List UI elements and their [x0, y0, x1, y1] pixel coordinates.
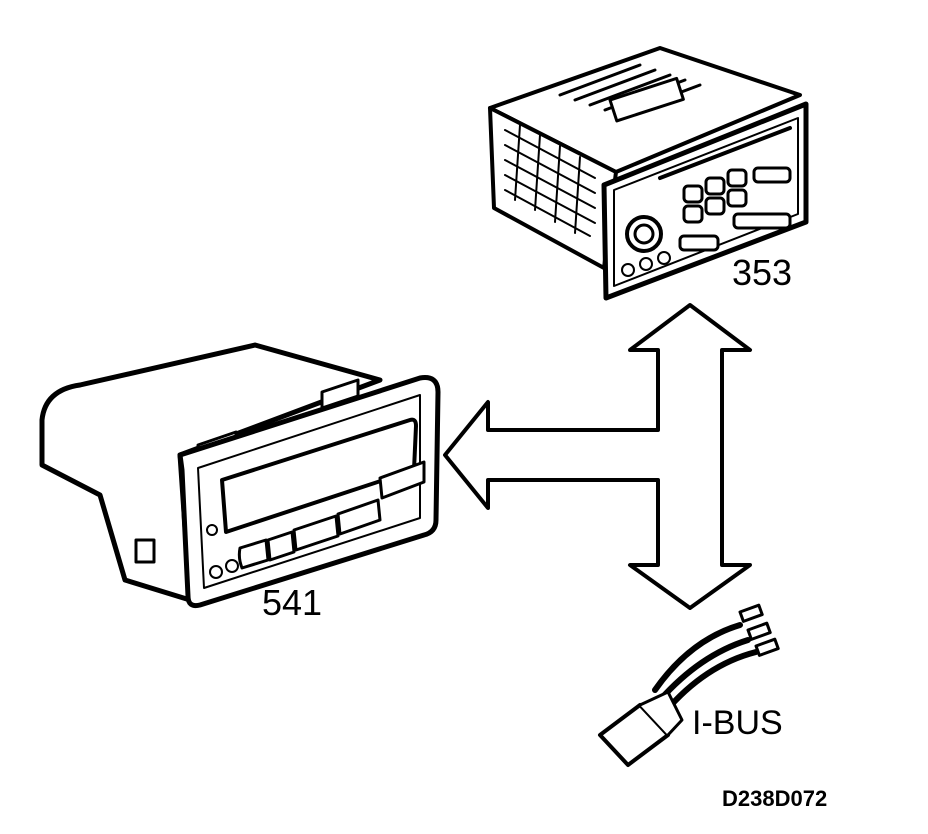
- radio-unit-353: [488, 46, 809, 301]
- i-bus-connector: [598, 603, 780, 767]
- figure-reference: D238D072: [722, 786, 828, 811]
- bus-label: I-BUS: [692, 704, 783, 742]
- display-unit-541: [39, 342, 441, 609]
- radio-unit-number: 353: [732, 252, 793, 293]
- display-unit-number: 541: [262, 582, 323, 623]
- i-bus-arrow: [443, 303, 752, 610]
